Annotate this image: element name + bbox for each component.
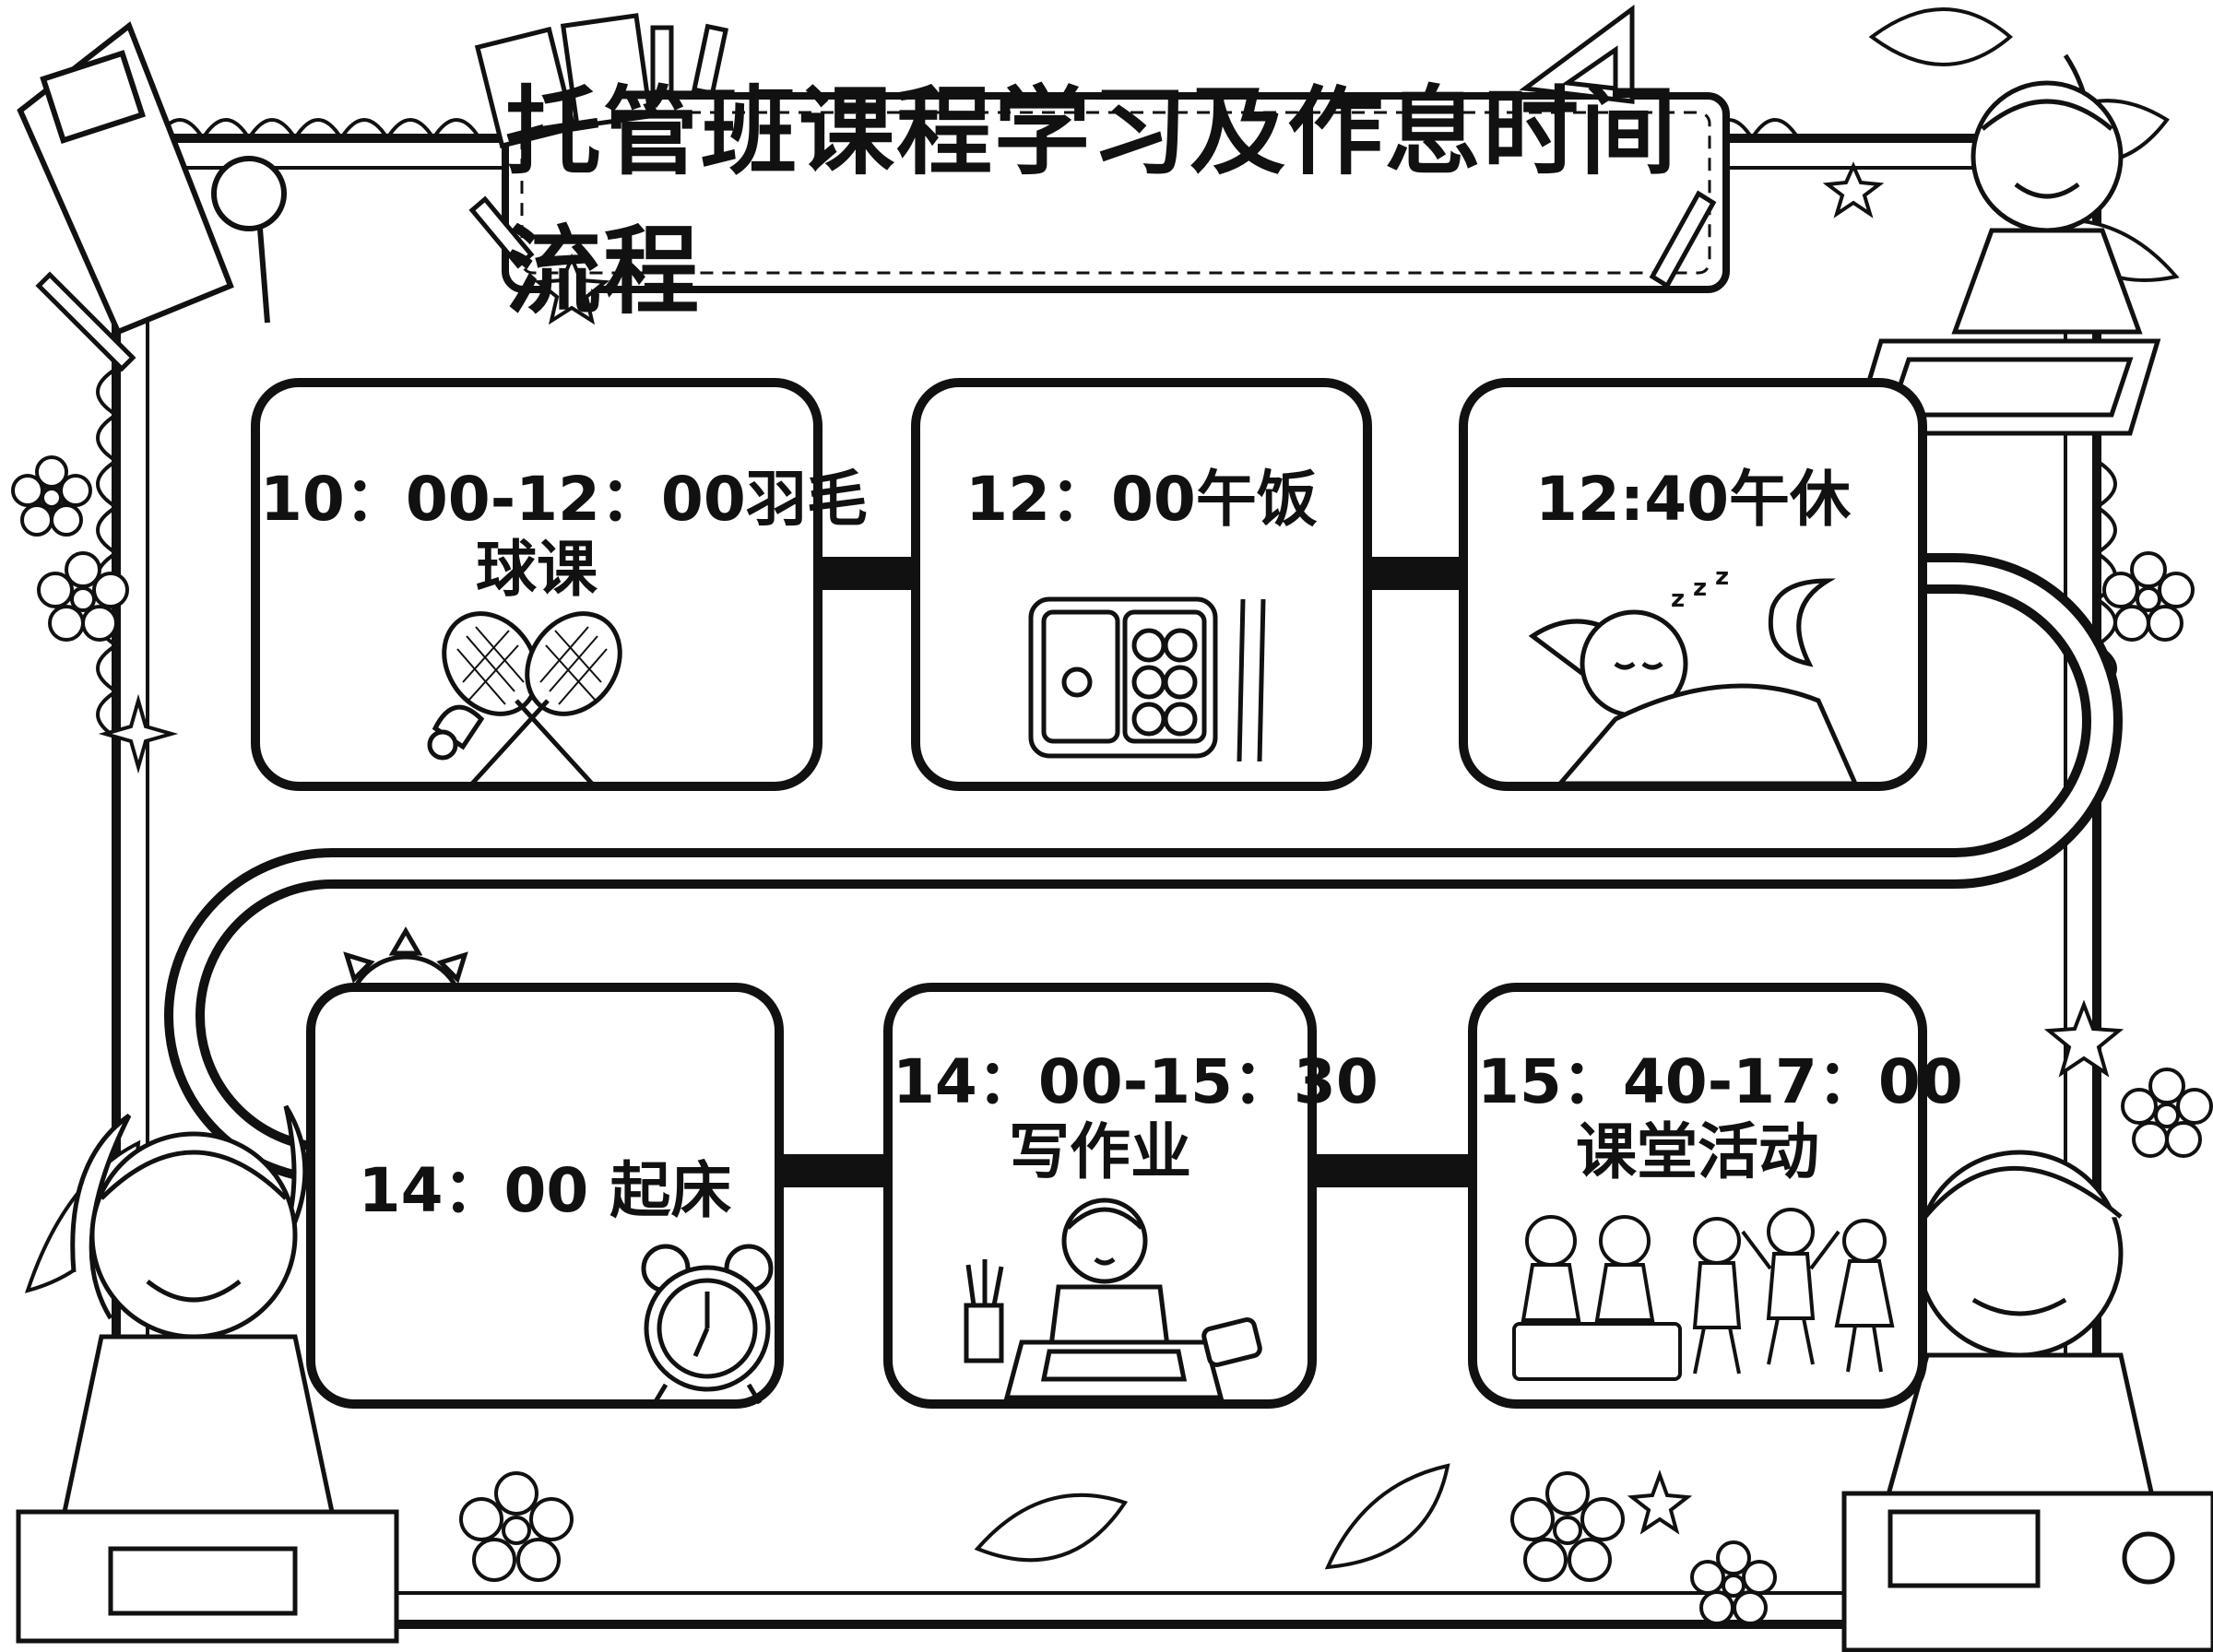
boy-eating-illustration xyxy=(1841,1150,2213,1652)
children-activity-icon xyxy=(1512,1208,1895,1381)
card-time: 12：00午饭 xyxy=(965,464,1318,535)
svg-text:z: z xyxy=(1715,563,1729,591)
card-time: 15：40-17：00 xyxy=(1477,1046,1963,1117)
svg-text:z: z xyxy=(1693,574,1707,602)
card-time: 14：00-15：30 xyxy=(893,1046,1379,1117)
schedule-card-wakeup: 14：00 起床 xyxy=(306,983,784,1409)
card-time: 12:40午休 xyxy=(1534,464,1852,535)
title-banner-frame xyxy=(502,92,1730,293)
books-icon xyxy=(474,13,729,149)
alarm-clock-icon xyxy=(641,1244,774,1405)
card-activity: 球课 xyxy=(476,534,598,605)
card-activity: 写作业 xyxy=(1009,1116,1191,1187)
girl-writing-illustration xyxy=(16,1104,399,1644)
schedule-card-activities: 15：40-17：00 课堂活动 xyxy=(1468,983,1963,1409)
svg-text:z: z xyxy=(1671,585,1685,613)
schedule-card-homework: 14：00-15：30 写作业 xyxy=(883,983,1379,1409)
lunch-box-icon xyxy=(1028,596,1266,762)
badminton-rackets-icon xyxy=(427,611,622,785)
page-title: 托管班课程学习及作息时间流程 xyxy=(505,76,1679,327)
notebook-icon xyxy=(17,21,287,336)
timeline-path xyxy=(164,553,2123,1187)
schedule-card-badminton: 10：00-12：00羽毛 球课 xyxy=(251,378,868,791)
ruler-icon xyxy=(1519,5,1635,104)
card-time: 10：00-12：00羽毛 xyxy=(260,464,868,535)
card-activity: 课堂活动 xyxy=(1576,1116,1819,1187)
flower-icon xyxy=(11,455,2213,1625)
star-icon xyxy=(98,161,2124,1535)
schedule-card-lunch: 12：00午饭 xyxy=(911,378,1372,791)
card-time: 14：00 起床 xyxy=(358,1155,732,1226)
student-writing-icon xyxy=(964,1198,1262,1400)
pencil-icon xyxy=(35,190,1717,372)
